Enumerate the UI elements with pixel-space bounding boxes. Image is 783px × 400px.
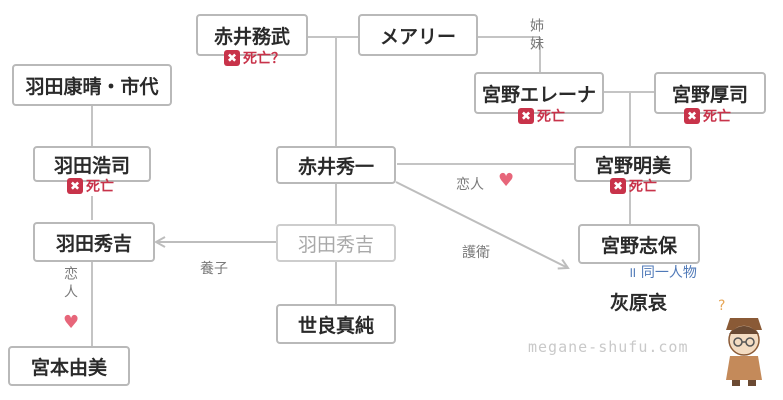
label-lover-akai-akemi: 恋人 <box>456 177 484 193</box>
svg-text:?: ? <box>718 298 725 314</box>
status-miyano-elena: ✖ 死亡 <box>518 106 565 126</box>
node-miyamoto-yumi: 宮本由美 <box>8 346 130 386</box>
status-text: 死亡 <box>86 179 114 195</box>
arrow-guard <box>395 181 568 268</box>
status-haneda-koji: ✖ 死亡 <box>67 176 114 196</box>
x-mark-icon: ✖ <box>610 178 626 194</box>
node-miyano-akemi: 宮野明美 <box>574 146 692 182</box>
same-person-label: ॥ 同一人物 <box>628 262 697 282</box>
node-haneda-koji: 羽田浩司 <box>33 146 151 182</box>
x-mark-icon: ✖ <box>518 108 534 124</box>
node-haneda-parents: 羽田康晴・市代 <box>12 64 172 106</box>
node-haneda-shukichi: 羽田秀吉 <box>33 222 155 262</box>
node-haibara-ai: 灰原哀 <box>610 292 668 314</box>
status-text: 死亡？ <box>243 51 285 67</box>
node-miyano-shiho: 宮野志保 <box>578 224 700 264</box>
status-text: 死亡 <box>629 179 657 195</box>
status-text: 死亡 <box>537 109 565 125</box>
label-lover-shukichi-yumi: 恋人 <box>62 266 78 302</box>
x-mark-icon: ✖ <box>67 178 83 194</box>
x-mark-icon: ✖ <box>684 108 700 124</box>
node-sera-masumi: 世良真純 <box>276 304 396 344</box>
label-adopted: 養子 <box>200 261 228 277</box>
double-bar-icon: ॥ <box>628 265 637 281</box>
status-akai-tsutomu: ✖ 死亡？ <box>224 48 285 68</box>
node-haneda-shukichi-faded: 羽田秀吉 <box>276 224 396 262</box>
watermark: megane-shufu.com <box>528 338 689 356</box>
label-guard: 護衛 <box>462 245 490 261</box>
node-mary: メアリー <box>358 14 478 56</box>
same-person-text: 同一人物 <box>640 265 697 281</box>
heart-icon: ♥ <box>63 312 80 333</box>
node-miyano-atsushi: 宮野厚司 <box>654 72 766 114</box>
x-mark-icon: ✖ <box>224 50 240 66</box>
status-miyano-akemi: ✖ 死亡 <box>610 176 657 196</box>
node-akai-shuichi: 赤井秀一 <box>276 146 396 184</box>
heart-icon: ♥ <box>498 170 515 191</box>
status-miyano-atsushi: ✖ 死亡 <box>684 106 731 126</box>
label-siblings: 姉妹 <box>528 18 544 54</box>
node-miyano-elena: 宮野エレーナ <box>474 72 604 114</box>
node-akai-tsutomu: 赤井務武 <box>196 14 308 56</box>
detective-mascot-icon: ? <box>718 298 762 386</box>
status-text: 死亡 <box>703 109 731 125</box>
